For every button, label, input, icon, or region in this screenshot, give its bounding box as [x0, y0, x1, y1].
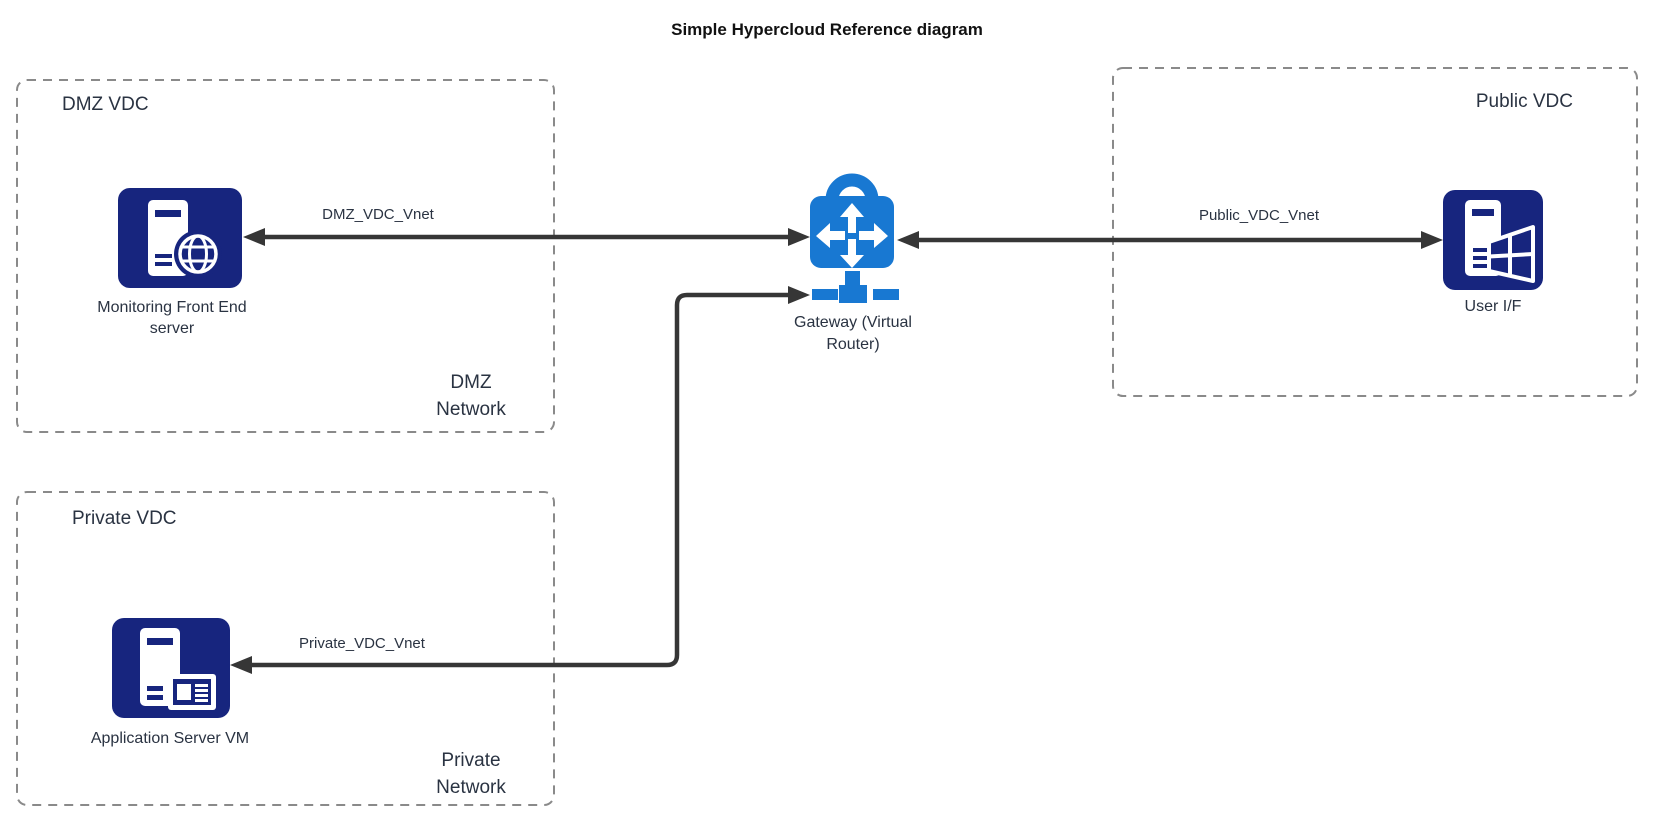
lock-router-icon [810, 173, 899, 303]
monitoring-server-label-line2: server [149, 320, 195, 337]
private-network-label: Private Network [371, 747, 571, 801]
private-network-label-line1: Private [441, 750, 501, 771]
diagram-title: Simple Hypercloud Reference diagram [671, 20, 983, 39]
application-server-node [112, 618, 230, 718]
server-vm-card-icon [112, 618, 230, 718]
monitoring-server-label: Monitoring Front End server [72, 297, 272, 339]
dmz-network-label-line2: Network [436, 399, 506, 420]
arrowhead-to-app-server [230, 656, 252, 674]
public-zone-box [1112, 67, 1638, 397]
dmz-zone-label: DMZ VDC [62, 94, 149, 115]
arrowhead-right [788, 228, 810, 246]
gateway-label-line2: Router) [826, 336, 880, 353]
arrowhead-right [1421, 231, 1443, 249]
private-zone-box [16, 491, 555, 806]
dmz-network-label: DMZ Network [371, 369, 571, 423]
private-zone-label: Private VDC [72, 508, 177, 529]
dmz-zone-box [16, 79, 555, 433]
private-vnet-connector [230, 286, 810, 674]
server-globe-icon [118, 188, 242, 288]
dmz-vnet-label: DMZ_VDC_Vnet [322, 206, 434, 223]
arrowhead-left [897, 231, 919, 249]
gateway-label: Gateway (Virtual Router) [753, 312, 953, 356]
private-vnet-label: Private_VDC_Vnet [299, 635, 425, 652]
monitoring-server-node [118, 188, 242, 288]
arrowhead-left [243, 228, 265, 246]
application-server-label: Application Server VM [90, 730, 250, 747]
private-network-label-line2: Network [436, 777, 506, 798]
arrowhead-to-gateway [788, 286, 810, 304]
public-vnet-connector [897, 231, 1443, 249]
public-zone-label: Public VDC [1475, 91, 1573, 112]
dmz-network-label-line1: DMZ [450, 372, 492, 393]
dmz-vnet-connector [243, 228, 810, 246]
public-vnet-label: Public_VDC_Vnet [1198, 207, 1320, 224]
gateway-label-line1: Gateway (Virtual [794, 314, 912, 331]
user-if-node [1443, 190, 1543, 290]
user-if-label: User I/F [1464, 298, 1522, 315]
server-windows-icon [1443, 190, 1543, 290]
monitoring-server-label-line1: Monitoring Front End [97, 299, 247, 316]
